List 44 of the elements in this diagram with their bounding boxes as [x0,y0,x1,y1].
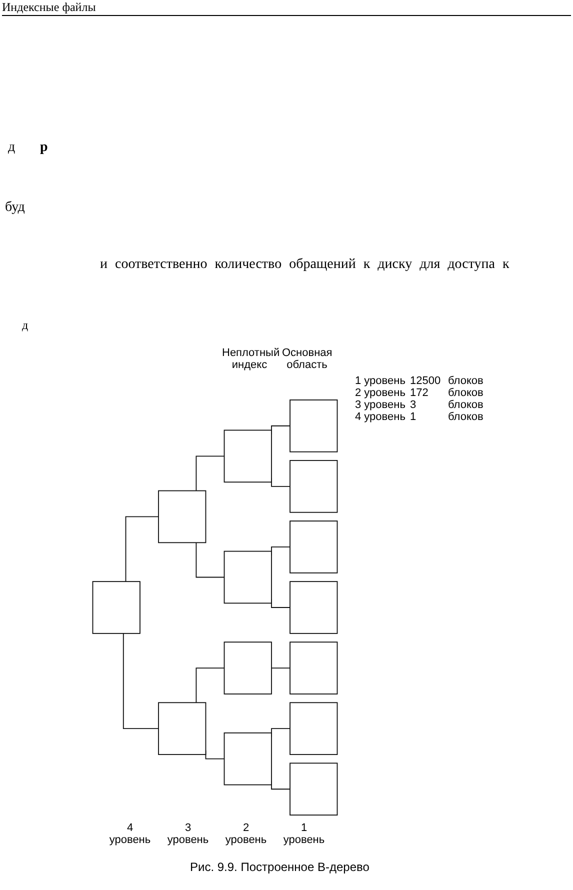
table-text: 172 [410,387,428,399]
body-text: д [22,318,28,333]
node-box [158,702,206,755]
node-box [224,732,272,786]
node-box [290,520,338,574]
running-header: Индексные файлы [2,0,571,16]
node-box [224,642,272,694]
connector [196,542,225,578]
level-label: 3 уровень [166,822,210,846]
table-text: блоков [448,399,484,411]
connector [122,632,159,730]
table-text: 4 уровень [355,411,406,423]
table-text: 1 уровень [355,375,406,387]
body-text: и соответственно количество обращений к диску для доступа к [100,257,510,273]
body-text: д [8,140,16,156]
table-text: блоков [448,411,484,423]
table-text: блоков [448,387,484,399]
column-heading: Неплотный индекс [222,347,277,371]
level-label: 1 уровень [282,822,326,846]
body-text: буд [5,200,25,216]
node-box [92,581,140,634]
table-text: 3 уровень [355,399,406,411]
node-box [224,550,272,604]
node-box [290,762,338,816]
level-label: 4 уровень [108,822,152,846]
table-text: 12500 [410,375,441,387]
node-box [290,702,338,755]
connector [125,516,159,582]
node-box [290,581,338,634]
node-box [290,642,338,694]
body-text: р [40,140,48,156]
node-box [224,430,272,483]
table-text: 3 [410,399,416,411]
connector [196,456,225,492]
table-text: блоков [448,375,484,387]
figure-caption: Рис. 9.9. Построенное В-дерево [190,860,370,874]
column-heading: Основная область [282,347,332,371]
node-box [290,399,338,452]
node-box [158,490,206,544]
table-text: 1 [410,411,416,423]
level-label: 2 уровень [224,822,268,846]
table-text: 2 уровень [355,387,406,399]
node-box [290,460,338,513]
connector [196,668,225,704]
